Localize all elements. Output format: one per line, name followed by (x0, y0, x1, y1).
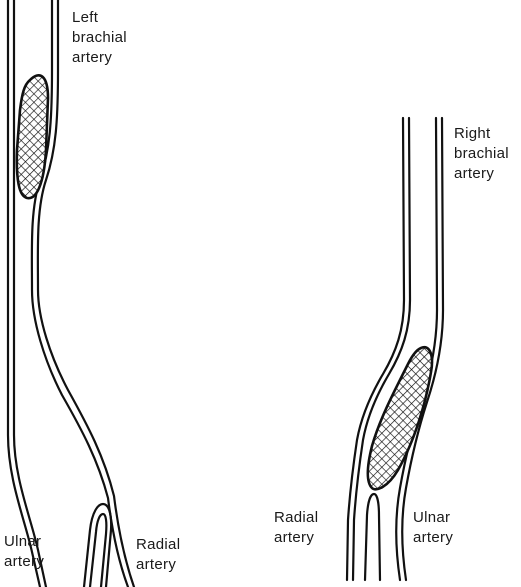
left-brachial-label-line-2: brachial (72, 28, 127, 48)
left-radial-label-line-2: artery (136, 555, 180, 575)
right-ulnar-label: Ulnar artery (413, 508, 453, 548)
left-clot (17, 75, 48, 198)
left-ulnar-label-line-2: artery (4, 552, 44, 572)
left-brachial-artery (8, 0, 134, 587)
right-radial-label: Radial artery (274, 508, 318, 548)
right-radial-label-line-2: artery (274, 528, 318, 548)
right-ulnar-label-line-1: Ulnar (413, 508, 453, 528)
right-bifurcation (365, 494, 380, 580)
right-ulnar-label-line-2: artery (413, 528, 453, 548)
right-radial-label-line-1: Radial (274, 508, 318, 528)
right-artery-wall-2 (353, 118, 410, 580)
left-ulnar-label: Ulnar artery (4, 532, 44, 572)
left-ulnar-label-line-1: Ulnar (4, 532, 44, 552)
right-brachial-label-line-1: Right (454, 124, 509, 144)
left-brachial-label-line-1: Left (72, 8, 127, 28)
right-brachial-label: Right brachial artery (454, 124, 509, 184)
left-brachial-label: Left brachial artery (72, 8, 127, 68)
right-brachial-label-line-2: brachial (454, 144, 509, 164)
left-radial-label-line-1: Radial (136, 535, 180, 555)
left-bifurcation (84, 504, 111, 587)
left-brachial-label-line-3: artery (72, 48, 127, 68)
left-radial-label: Radial artery (136, 535, 180, 575)
left-bifurcation-inner (90, 514, 106, 587)
right-brachial-label-line-3: artery (454, 164, 509, 184)
